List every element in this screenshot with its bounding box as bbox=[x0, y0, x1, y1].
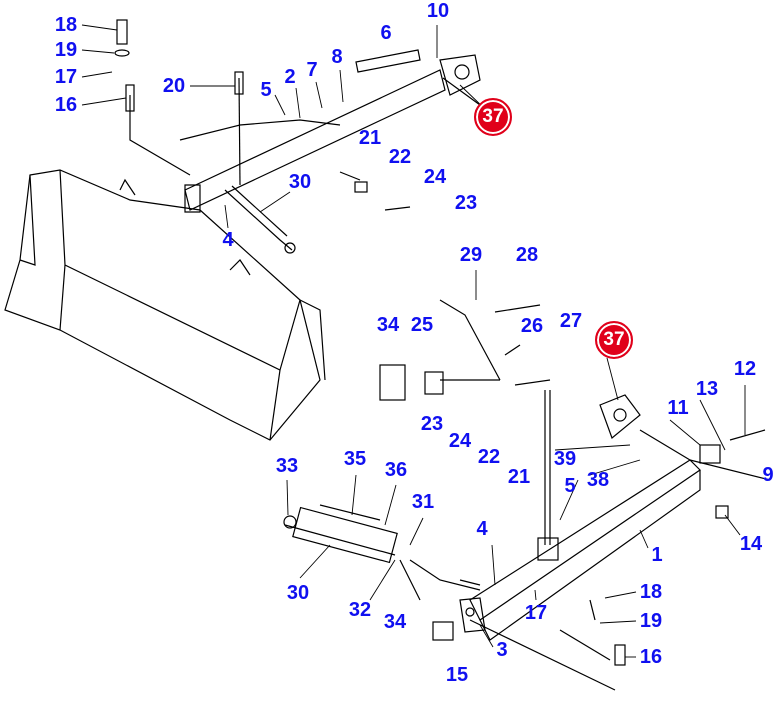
callout-38[interactable]: 38 bbox=[586, 469, 610, 491]
callout-4[interactable]: 4 bbox=[222, 229, 234, 251]
callout-33[interactable]: 33 bbox=[275, 455, 299, 477]
callout-12[interactable]: 12 bbox=[733, 358, 757, 380]
callout-1[interactable]: 1 bbox=[651, 544, 663, 566]
callout-7[interactable]: 7 bbox=[306, 59, 318, 81]
callout-19[interactable]: 19 bbox=[54, 39, 78, 61]
dozer-blade bbox=[4, 169, 326, 441]
callout-3[interactable]: 3 bbox=[496, 639, 508, 661]
callout-27[interactable]: 27 bbox=[559, 310, 583, 332]
callout-26[interactable]: 26 bbox=[520, 315, 544, 337]
callout-30[interactable]: 30 bbox=[288, 171, 312, 193]
callout-24-lower[interactable]: 24 bbox=[448, 430, 472, 452]
callout-4-lower[interactable]: 4 bbox=[476, 518, 488, 540]
callout-18-lower[interactable]: 18 bbox=[639, 581, 663, 603]
callout-20[interactable]: 20 bbox=[162, 75, 186, 97]
callout-16[interactable]: 16 bbox=[54, 94, 78, 116]
callout-22-lower[interactable]: 22 bbox=[477, 446, 501, 468]
callout-8[interactable]: 8 bbox=[331, 46, 343, 68]
callout-21[interactable]: 21 bbox=[358, 127, 382, 149]
callout-17[interactable]: 17 bbox=[54, 66, 78, 88]
upper-frame bbox=[114, 19, 481, 254]
callout-23-lower[interactable]: 23 bbox=[420, 413, 444, 435]
callout-30-lower[interactable]: 30 bbox=[286, 582, 310, 604]
callout-32[interactable]: 32 bbox=[348, 599, 372, 621]
callout-34[interactable]: 34 bbox=[376, 314, 400, 336]
lower-frame bbox=[283, 299, 771, 691]
callout-36[interactable]: 36 bbox=[384, 459, 408, 481]
callout-9[interactable]: 9 bbox=[762, 464, 774, 486]
callout-14[interactable]: 14 bbox=[739, 533, 763, 555]
callout-13[interactable]: 13 bbox=[695, 378, 719, 400]
callout-21-lower[interactable]: 21 bbox=[507, 466, 531, 488]
callout-2[interactable]: 2 bbox=[284, 66, 296, 88]
callout-15[interactable]: 15 bbox=[445, 664, 469, 686]
callout-29[interactable]: 29 bbox=[459, 244, 483, 266]
callout-5-lower[interactable]: 5 bbox=[564, 475, 576, 497]
callout-16-lower[interactable]: 16 bbox=[639, 646, 663, 668]
leader-lines bbox=[81, 24, 746, 658]
callout-17-lower[interactable]: 17 bbox=[524, 602, 548, 624]
reference-callout-37-upper[interactable]: 37 bbox=[474, 98, 512, 136]
callout-6[interactable]: 6 bbox=[380, 22, 392, 44]
callout-34-lower[interactable]: 34 bbox=[383, 611, 407, 633]
callout-25[interactable]: 25 bbox=[410, 314, 434, 336]
callout-23[interactable]: 23 bbox=[454, 192, 478, 214]
callout-24[interactable]: 24 bbox=[423, 166, 447, 188]
callout-11[interactable]: 11 bbox=[667, 397, 689, 419]
callout-31[interactable]: 31 bbox=[411, 491, 435, 513]
callout-22[interactable]: 22 bbox=[388, 146, 412, 168]
callout-10[interactable]: 10 bbox=[426, 0, 450, 22]
callout-35[interactable]: 35 bbox=[343, 448, 367, 470]
reference-callout-37-lower[interactable]: 37 bbox=[595, 321, 633, 359]
callout-28[interactable]: 28 bbox=[515, 244, 539, 266]
callout-5[interactable]: 5 bbox=[260, 79, 272, 101]
callout-18[interactable]: 18 bbox=[54, 14, 78, 36]
callout-39[interactable]: 39 bbox=[553, 448, 577, 470]
callout-19-lower[interactable]: 19 bbox=[639, 610, 663, 632]
